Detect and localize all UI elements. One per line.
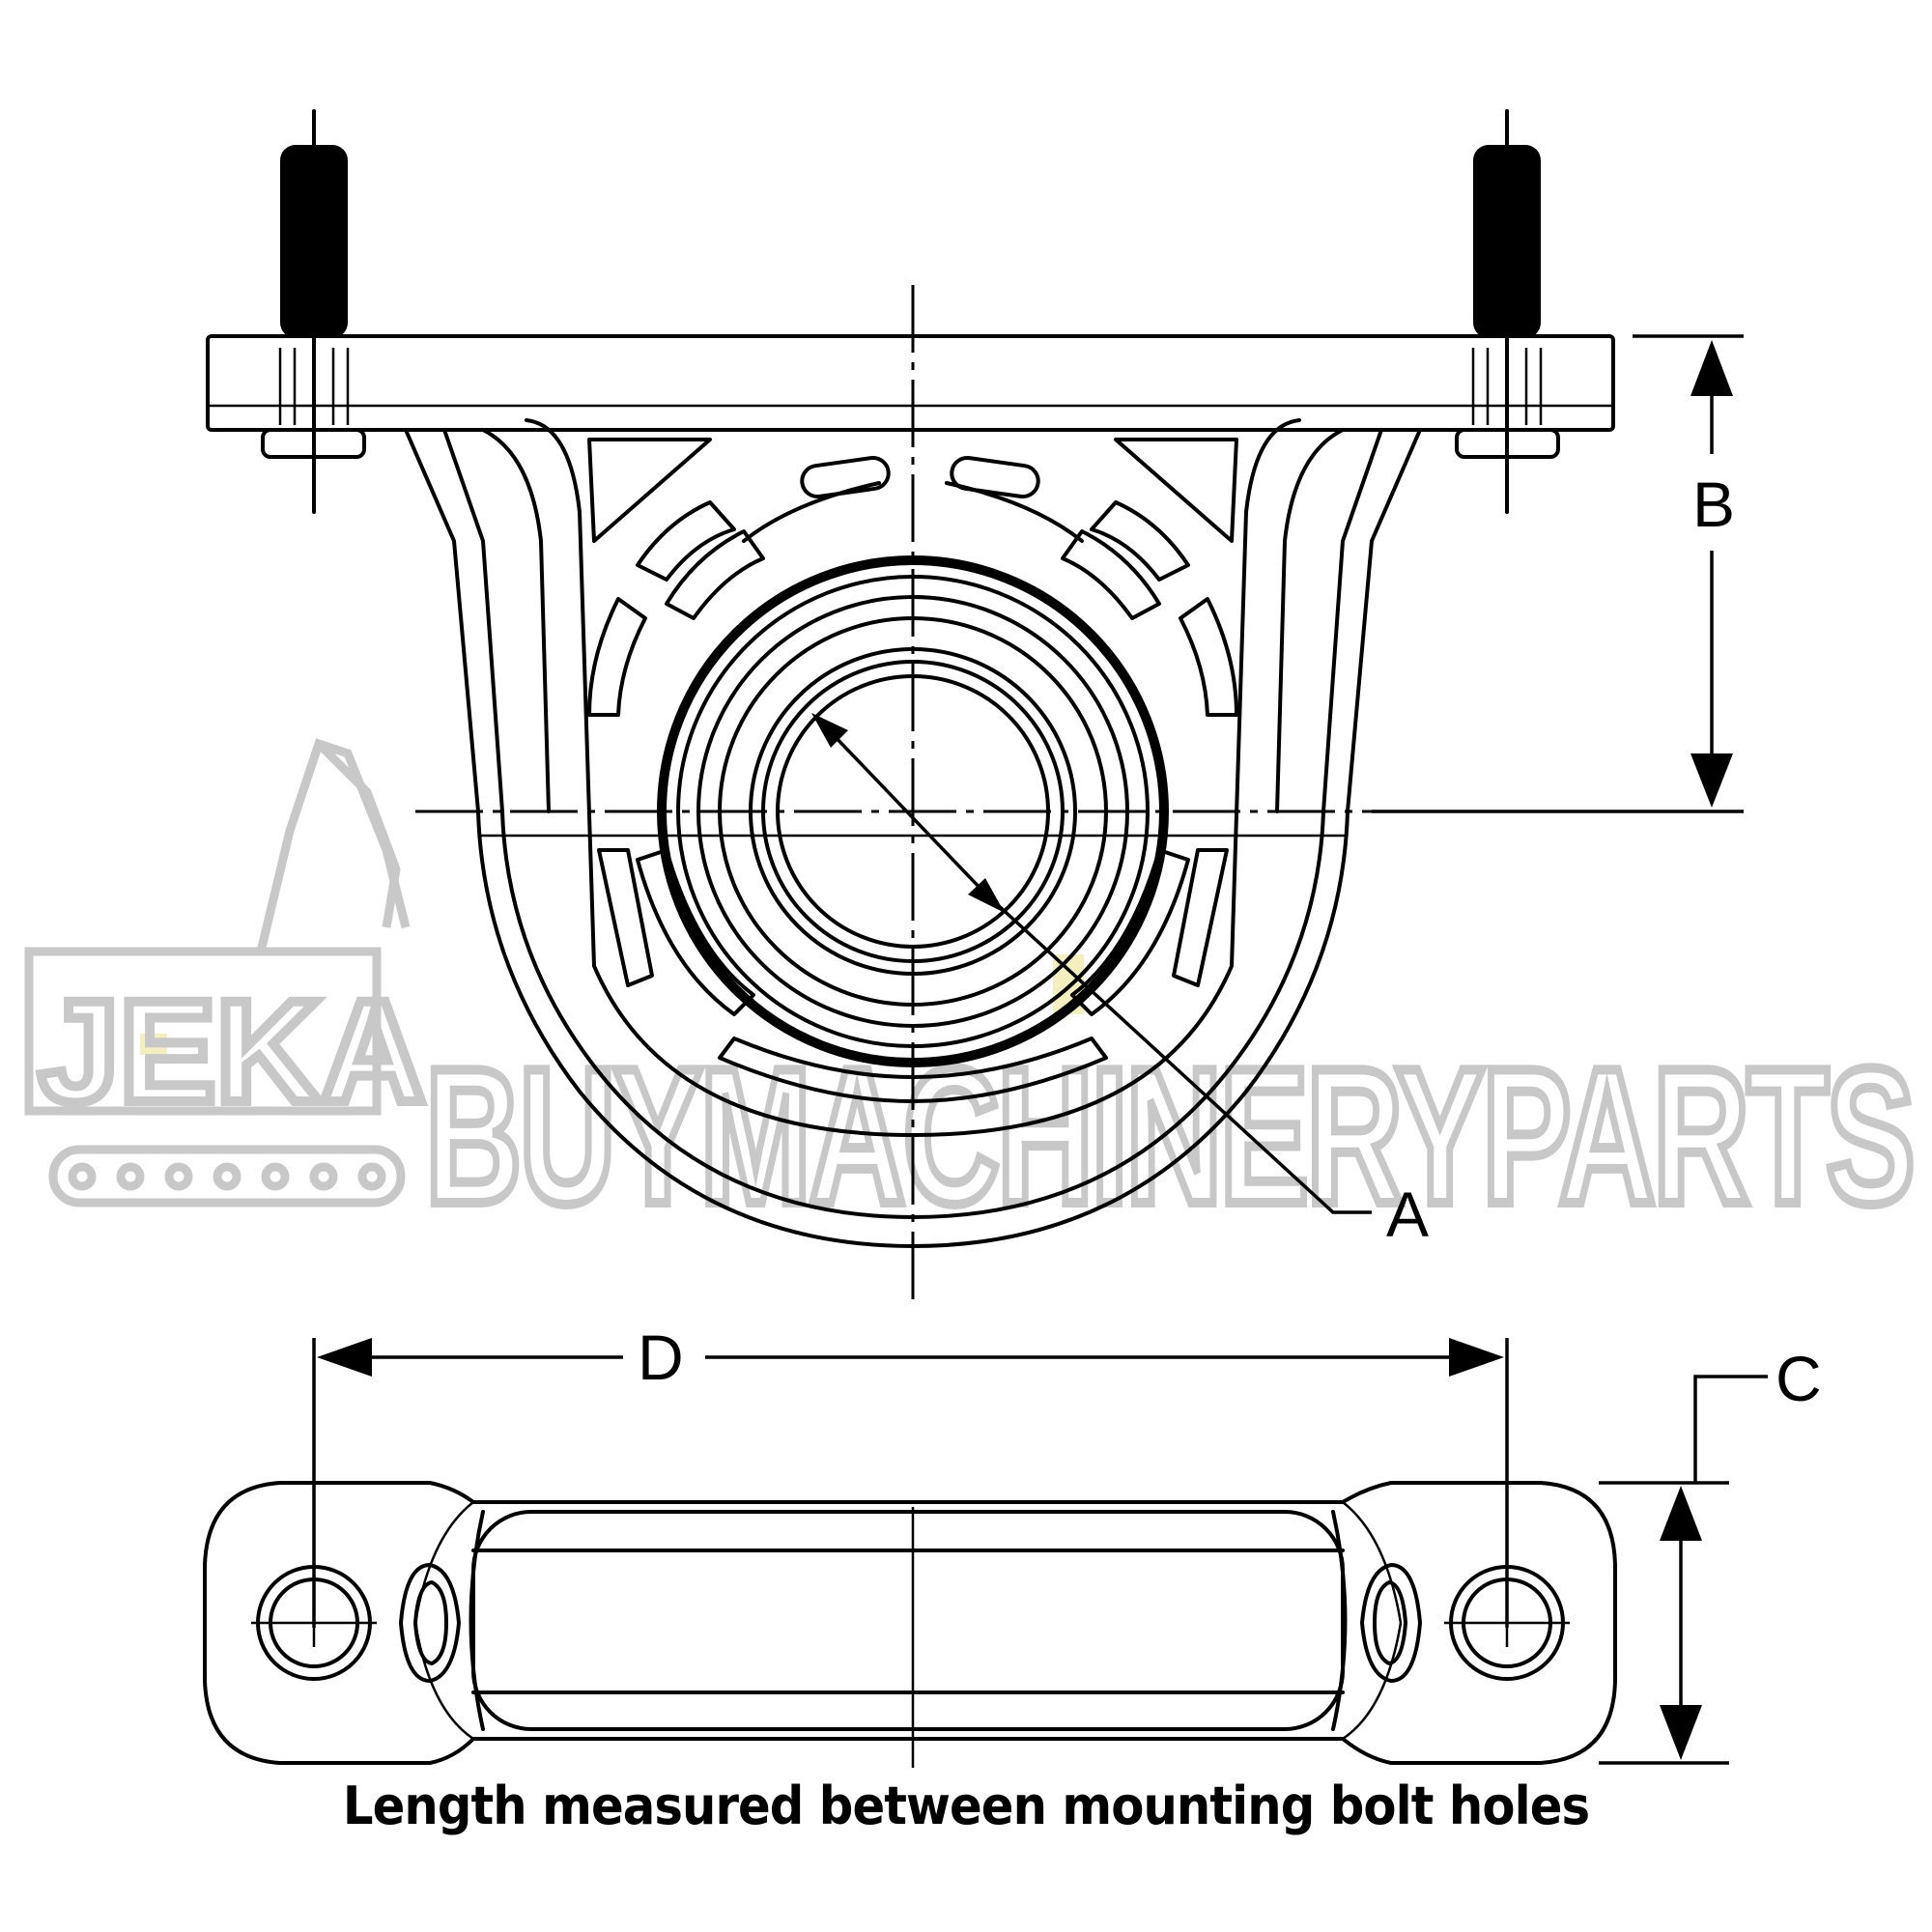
dimension-d-label: D	[638, 1321, 684, 1393]
dimension-b-label: B	[1692, 469, 1735, 540]
excavator-logo-icon	[24, 738, 411, 1208]
dimension-a-label: A	[1386, 1179, 1429, 1250]
right-bolt-hole	[1360, 1563, 1570, 1683]
mounting-bar	[206, 334, 1615, 432]
dimension-b: B	[1372, 334, 1744, 813]
watermark: JEKA BUYMACHINERYPARTS	[24, 738, 1921, 1249]
watermark-logo-text: JEKA	[39, 970, 425, 1132]
dimension-c-label: C	[1776, 1343, 1822, 1414]
bearing-cylinder	[469, 1507, 1348, 1768]
right-bolt	[1455, 109, 1560, 514]
left-bolt	[261, 109, 366, 514]
front-view: A B	[206, 109, 1744, 1304]
dimension-c: C	[1599, 1343, 1822, 1765]
plan-view: D	[203, 1321, 1822, 1768]
base-plate	[203, 1481, 1617, 1765]
right-triangle-window	[1114, 438, 1238, 543]
dimension-a: A	[811, 713, 1429, 1250]
left-bolt-hole	[251, 1563, 461, 1683]
cushion-slots	[587, 455, 1238, 1103]
caption: Length measured between mounting bolt ho…	[342, 1776, 1590, 1836]
dimension-d: D	[312, 1321, 1509, 1628]
left-triangle-window	[587, 438, 712, 543]
